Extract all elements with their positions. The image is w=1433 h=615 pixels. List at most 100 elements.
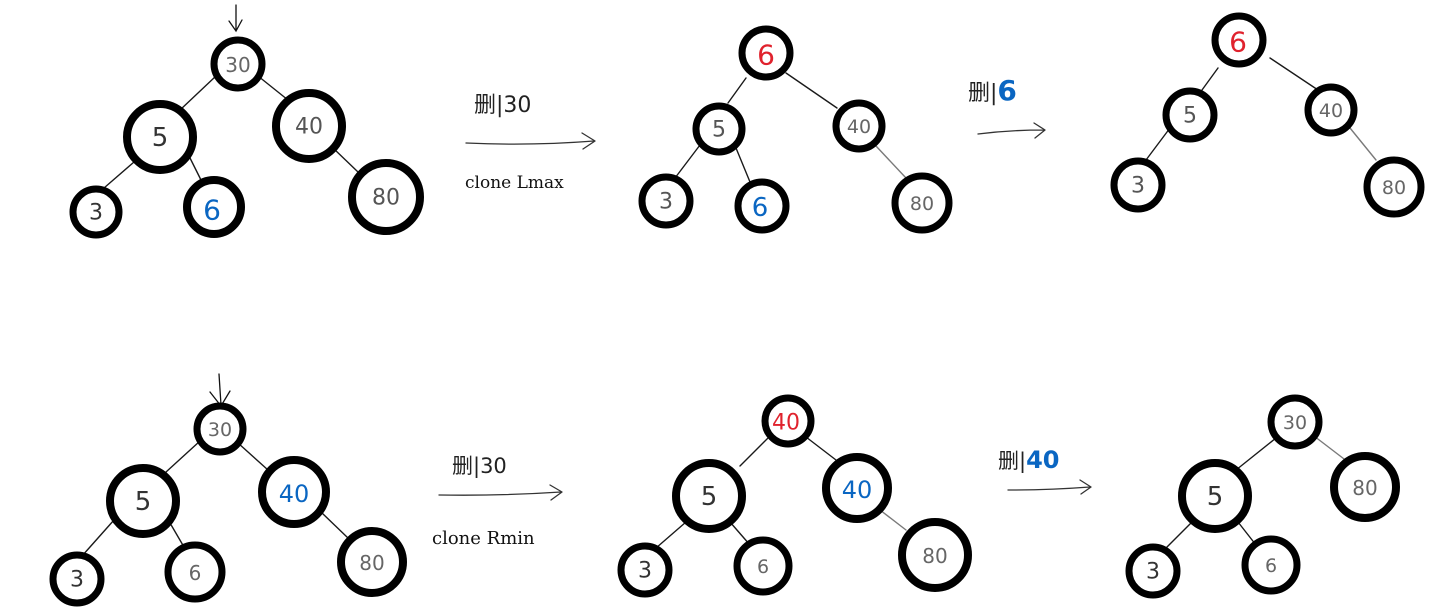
- node-value: 3: [659, 190, 673, 215]
- node-value: 6: [757, 556, 769, 578]
- node-value: 40: [847, 116, 871, 138]
- node-value: 40: [279, 480, 310, 508]
- edge: [655, 521, 687, 549]
- edge: [739, 437, 769, 467]
- tree-node-left-left: 3: [1110, 157, 1166, 213]
- operation-note: clone Lmax: [465, 173, 564, 193]
- node-value: 30: [225, 53, 250, 77]
- tree-node-left-right: 6: [1241, 535, 1301, 595]
- operation-label: 删|40: [998, 446, 1059, 474]
- operation-note: clone Rmin: [432, 528, 535, 549]
- edge: [165, 440, 201, 473]
- edge: [674, 144, 701, 179]
- tree-node-left: 5: [123, 100, 197, 174]
- edge: [1145, 127, 1171, 161]
- tree-node-right-right: 80: [337, 527, 407, 597]
- row2-root-pointer-arrow: [209, 373, 231, 408]
- tree-node-left-right: 6: [164, 541, 226, 603]
- edge: [179, 75, 217, 111]
- row1-tree-c: 6 5 40 3 80: [1110, 12, 1425, 218]
- tree-node-root: 30: [1267, 394, 1323, 450]
- edge: [729, 521, 751, 546]
- tree-node-left-left: 3: [49, 551, 105, 607]
- row1-step1: 删|30 clone Lmax: [465, 93, 596, 193]
- edge: [169, 522, 185, 548]
- row2-tree-a: 30 5 40 3 6 80: [49, 373, 407, 607]
- edge: [189, 157, 203, 183]
- node-value: 30: [208, 419, 232, 441]
- node-value: 40: [1319, 100, 1343, 122]
- node-value: 80: [372, 186, 400, 211]
- tree-node-left: 5: [106, 464, 180, 538]
- edge: [1201, 67, 1219, 91]
- tree-node-right-right: 80: [891, 172, 953, 234]
- operation-label-prefix: 删|: [998, 449, 1026, 474]
- edge: [1269, 57, 1319, 91]
- tree-node-root: 6: [738, 25, 794, 81]
- tree-node-left-right: 6: [183, 176, 245, 238]
- edge: [81, 519, 115, 557]
- edge: [727, 77, 747, 104]
- edge: [1165, 521, 1193, 549]
- node-value: 80: [359, 551, 384, 575]
- tree-node-right: 40: [272, 89, 346, 163]
- row2-tree-b: 40 5 40 3 6 80: [617, 394, 972, 598]
- tree-node-right: 40: [258, 456, 330, 528]
- tree-node-left: 5: [1178, 459, 1252, 533]
- node-value: 40: [842, 476, 873, 504]
- edge: [805, 436, 837, 461]
- node-value: 6: [203, 194, 221, 227]
- tree-node-left: 5: [672, 459, 746, 533]
- operation-label-value: 40: [1026, 446, 1059, 474]
- tree-node-right-right: 80: [1363, 156, 1425, 218]
- row1-tree-b: 6 5 40 3 6 80: [638, 25, 953, 234]
- tree-node-right: 80: [1330, 452, 1400, 522]
- tree-node-left-left: 3: [1125, 543, 1181, 599]
- node-value: 3: [638, 559, 652, 584]
- tree-node-left-right: 6: [733, 536, 793, 596]
- operation-label: 删|30: [474, 93, 531, 118]
- row2-step1: 删|30 clone Rmin: [432, 454, 563, 549]
- tree-node-left-right: 6: [734, 178, 790, 234]
- row1-step2: 删|6: [968, 74, 1046, 139]
- node-value: 80: [1382, 177, 1406, 199]
- edge: [321, 512, 349, 539]
- arrow-right-icon: [465, 132, 596, 150]
- operation-label-value: 6: [997, 74, 1016, 107]
- node-value: 6: [1229, 26, 1247, 59]
- tree-node-left-left: 3: [617, 542, 673, 598]
- node-value: 5: [152, 123, 169, 153]
- tree-node-left: 5: [1162, 87, 1218, 143]
- tree-node-right-right: 80: [348, 159, 424, 235]
- node-value: 3: [1146, 560, 1160, 585]
- node-value: 3: [1131, 174, 1145, 199]
- node-value: 6: [752, 193, 769, 223]
- node-value: 5: [712, 118, 726, 143]
- tree-node-left-left: 3: [69, 185, 123, 239]
- node-value: 40: [295, 115, 323, 140]
- tree-node-left-left: 3: [638, 173, 694, 229]
- node-value: 40: [772, 411, 800, 436]
- node-value: 5: [701, 482, 718, 512]
- tree-node-root: 30: [193, 402, 247, 456]
- node-value: 6: [757, 39, 775, 72]
- node-value: 80: [1352, 476, 1377, 500]
- tree-node-root: 6: [1211, 12, 1267, 68]
- node-value: 3: [70, 568, 84, 593]
- edge: [1313, 435, 1349, 463]
- operation-label: 删|30: [452, 454, 507, 479]
- node-value: 80: [922, 544, 947, 568]
- row1-root-pointer-arrow: [228, 4, 243, 33]
- node-value: 6: [189, 561, 202, 585]
- edge: [332, 147, 359, 173]
- edge: [875, 145, 907, 179]
- operation-label-prefix: 删|: [968, 81, 997, 106]
- operation-label: 删|6: [968, 74, 1017, 107]
- edge: [735, 147, 751, 183]
- edge: [879, 509, 907, 531]
- node-value: 6: [1265, 555, 1277, 577]
- tree-node-left: 5: [692, 102, 746, 156]
- edge: [1235, 437, 1277, 471]
- node-value: 5: [1183, 104, 1197, 129]
